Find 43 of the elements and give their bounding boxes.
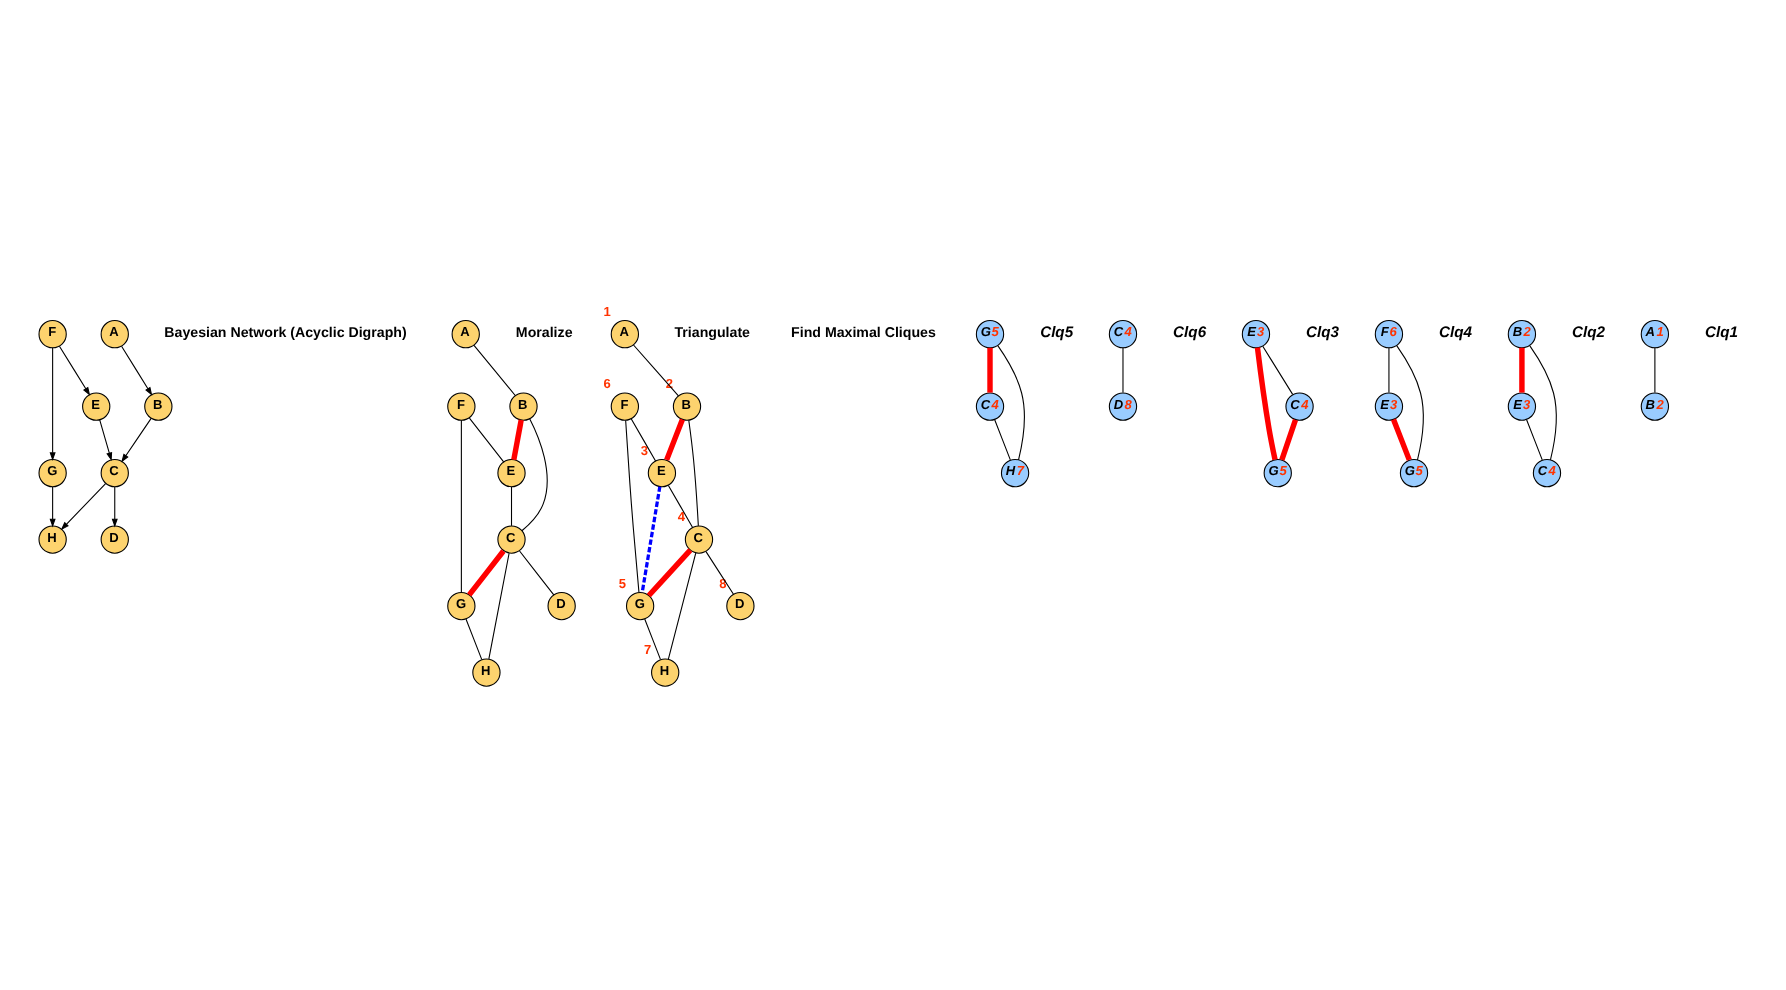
connector: [521, 417, 548, 531]
connector: [688, 418, 699, 526]
connector: [646, 547, 693, 597]
arrow: [99, 418, 113, 461]
connector: [1279, 417, 1299, 460]
arrow: [49, 346, 56, 461]
connector: [630, 417, 657, 461]
arrow: [111, 485, 118, 527]
connector: [644, 617, 661, 659]
connector: [632, 343, 679, 396]
connector: [625, 418, 640, 592]
connector: [664, 417, 685, 460]
connector: [460, 418, 462, 592]
connector: [667, 551, 697, 659]
arrow: [58, 344, 91, 395]
connector: [997, 344, 1025, 460]
connector: [1525, 417, 1543, 460]
connector: [1396, 344, 1424, 460]
connector: [1388, 346, 1390, 393]
arrow: [49, 485, 56, 527]
arrow: [121, 416, 152, 462]
connector: [667, 483, 694, 527]
connector: [1254, 346, 1278, 460]
connector: [1529, 344, 1557, 460]
connector: [467, 548, 506, 596]
connector: [510, 485, 513, 526]
arrow: [60, 482, 107, 530]
connector: [987, 346, 993, 392]
connector: [994, 417, 1011, 460]
connector: [465, 617, 483, 659]
arrow: [121, 344, 153, 395]
connector: [468, 416, 505, 462]
connector: [473, 343, 516, 396]
connector: [1122, 346, 1124, 393]
connector: [1391, 417, 1412, 460]
connector: [519, 549, 555, 595]
connector: [511, 418, 524, 460]
connector: [488, 551, 510, 659]
connector: [640, 485, 662, 592]
connector: [1262, 344, 1294, 394]
connector: [1654, 346, 1656, 393]
connector: [1519, 346, 1525, 392]
connector: [705, 550, 735, 594]
